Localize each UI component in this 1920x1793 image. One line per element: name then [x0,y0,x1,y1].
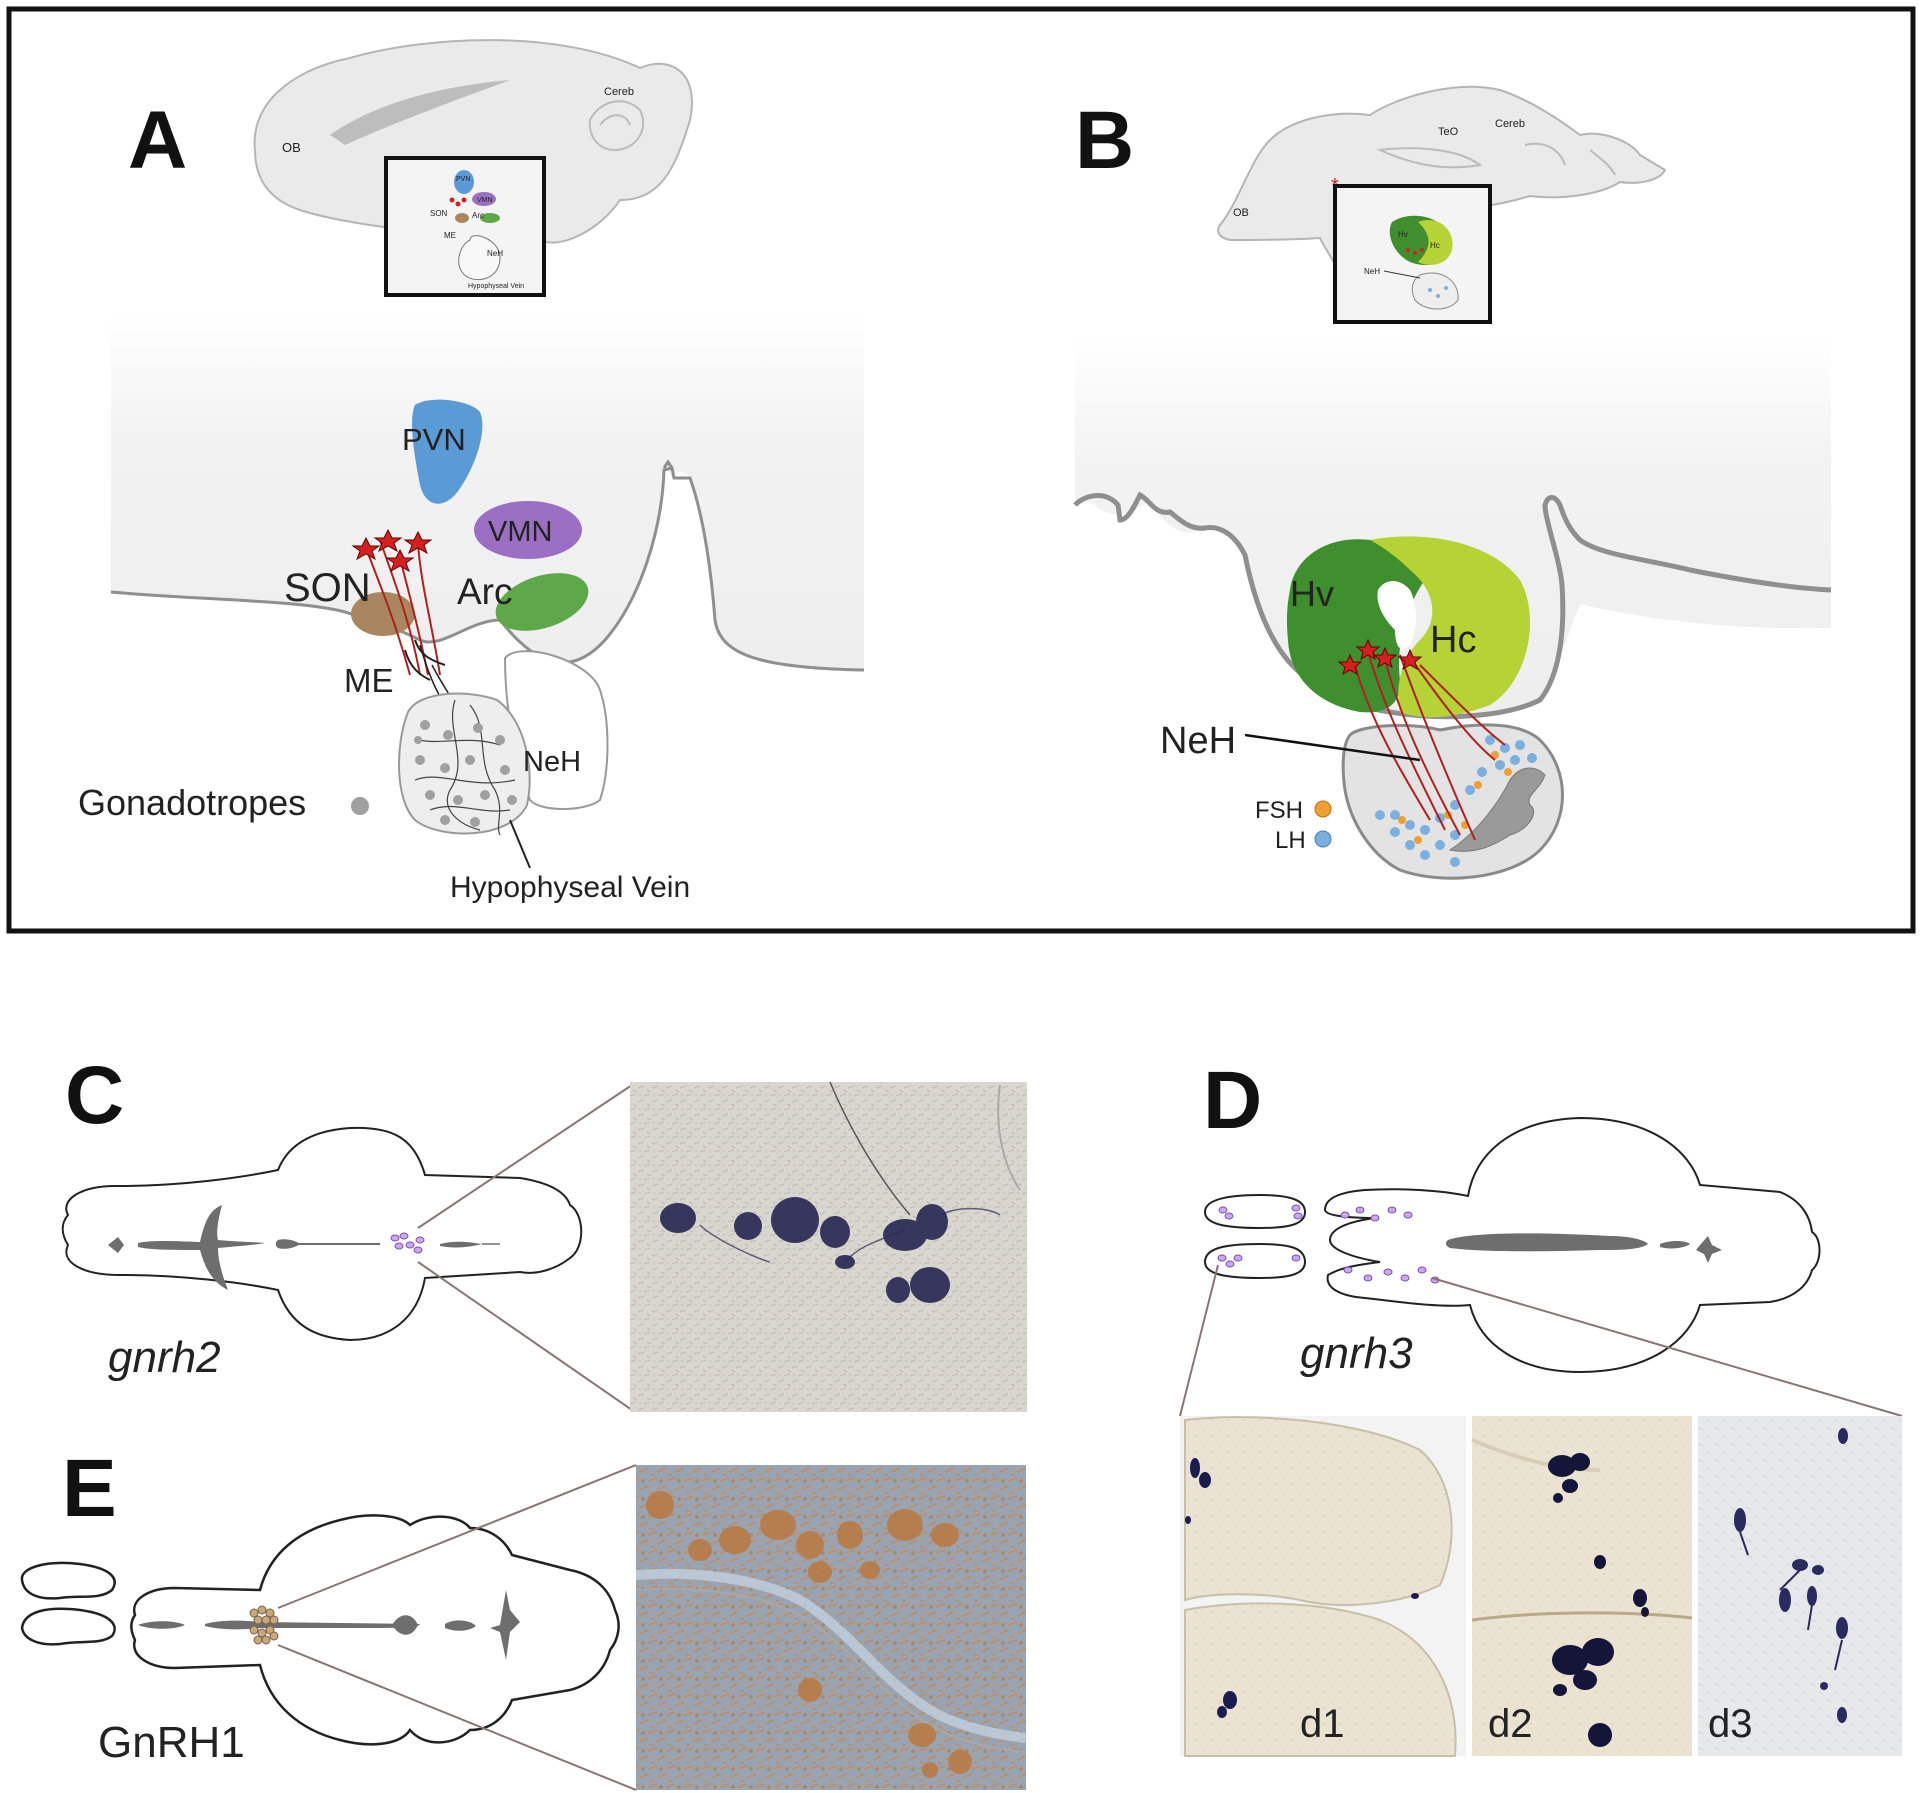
subpanel-d3: d3 [1698,1416,1902,1756]
panel-c-letter: C [65,1050,124,1141]
panel-b: B OB TeO Cereb * Hv Hc NeH [1073,85,1832,880]
gonadotrope-legend-dot [351,797,369,815]
panel-b-overview-brain: OB TeO Cereb * Hv Hc NeH [1217,85,1667,324]
panel-e-zoom-line-top [277,1464,637,1609]
panel-d: D gnrh3 [1179,1055,1903,1757]
lh-legend-dot [1314,830,1332,848]
panel-e: E GnRH1 [20,1443,1027,1791]
panel-e-gene-label: GnRH1 [98,1718,245,1767]
overview-b-cereb: Cereb [1495,118,1525,130]
pvn-nucleus [412,399,483,504]
overview-a-ob: OB [282,140,301,155]
neh-pointer-line [1244,733,1421,762]
pituitary-dark-lobe [1448,767,1546,852]
label-neh: NeH [523,746,581,778]
panel-d-ventricles [1445,1233,1722,1263]
label-pvn: PVN [402,422,466,457]
panel-c-micrograph [630,1081,1027,1412]
panel-c-ventricles [108,1205,500,1290]
subpanel-d2-label: d2 [1488,1702,1533,1746]
panel-d-gene-label: gnrh3 [1300,1329,1413,1378]
overview-a-pvn: PVN [456,176,470,183]
panel-c-zoom-line-top [417,1084,633,1229]
fsh-legend-dot [1314,800,1332,818]
overview-a-arc: Arc [472,211,484,220]
panel-e-letter: E [62,1443,117,1534]
label-hypophyseal-vein: Hypophyseal Vein [450,871,690,904]
overview-b-neh: NeH [1364,267,1380,276]
overview-b-teo: TeO [1438,126,1459,138]
subpanel-d3-label: d3 [1708,1702,1753,1746]
panel-c: C gnrh2 [61,1050,1027,1412]
overview-b-ob: OB [1233,207,1249,219]
son-neurons [351,528,433,573]
panel-c-zoom-line-bottom [417,1261,633,1411]
overview-b-hv: Hv [1398,230,1408,239]
label-fsh: FSH [1255,797,1303,824]
panel-a-detail-diagram: PVN VMN SON Arc ME NeH Gonadotropes Hypo… [78,312,865,904]
panel-c-gene-label: gnrh2 [108,1333,221,1382]
panel-b-letter: B [1075,95,1134,186]
panel-d-gnrh3-cells [1217,1204,1440,1284]
label-vmn: VMN [488,516,552,548]
fsh-cells [1398,751,1512,844]
vmn-nucleus [474,501,582,559]
panel-d-zoom-line-left [1179,1264,1219,1417]
panel-e-zoom-line-bottom [277,1644,637,1791]
subpanel-d1-label: d1 [1300,1702,1345,1746]
panel-c-gnrh2-cells [390,1232,425,1254]
panel-d-zoom-line-right [1431,1277,1903,1417]
subpanel-d2: d2 [1471,1416,1693,1756]
hypothalamic-neurons [1337,638,1423,676]
panel-a-overview-brain: OB Cereb PVN VMN SON Arc ME NeH Hypophys… [253,39,693,297]
label-neh: NeH [1160,720,1236,762]
overview-a-son: SON [430,209,448,218]
arc-nucleus [495,573,589,631]
overview-a-vmn: VMN [477,197,493,204]
son-nucleus [351,592,415,636]
overview-a-cereb: Cereb [604,86,634,98]
overview-b-hc: Hc [1430,241,1440,250]
overview-a-neh: NeH [487,249,503,258]
panel-e-brain-outline [20,1514,620,1746]
panel-d-letter: D [1203,1055,1262,1146]
panel-c-brain-outline [61,1126,583,1342]
label-me: ME [344,662,394,699]
label-lh: LH [1275,827,1306,854]
overview-a-vein: Hypophyseal Vein [468,283,524,290]
overview-a-me: ME [444,231,456,240]
label-gonadotropes: Gonadotropes [78,782,306,823]
label-hv: Hv [1290,573,1334,614]
panel-a-letter: A [128,95,187,186]
label-son: SON [284,566,371,610]
label-arc: Arc [457,571,513,612]
hypothalamic-ventricle [1377,581,1416,650]
hypothalamic-projections [1354,651,1506,841]
hc-region [1370,536,1530,718]
panel-e-micrograph [635,1465,1027,1790]
gonadotrope-cells [414,720,517,827]
label-hc: Hc [1430,619,1476,661]
portal-vessels [414,699,516,836]
ab-frame [6,6,1916,934]
subpanel-d1: d1 [1180,1416,1466,1757]
panel-e-gnrh1-cells [249,1605,279,1645]
panel-b-detail-diagram: Hv Hc NeH FSH LH [1073,337,1832,880]
panel-a: A OB Cereb PVN VMN SON Arc ME NeH Hypoph… [78,39,865,904]
